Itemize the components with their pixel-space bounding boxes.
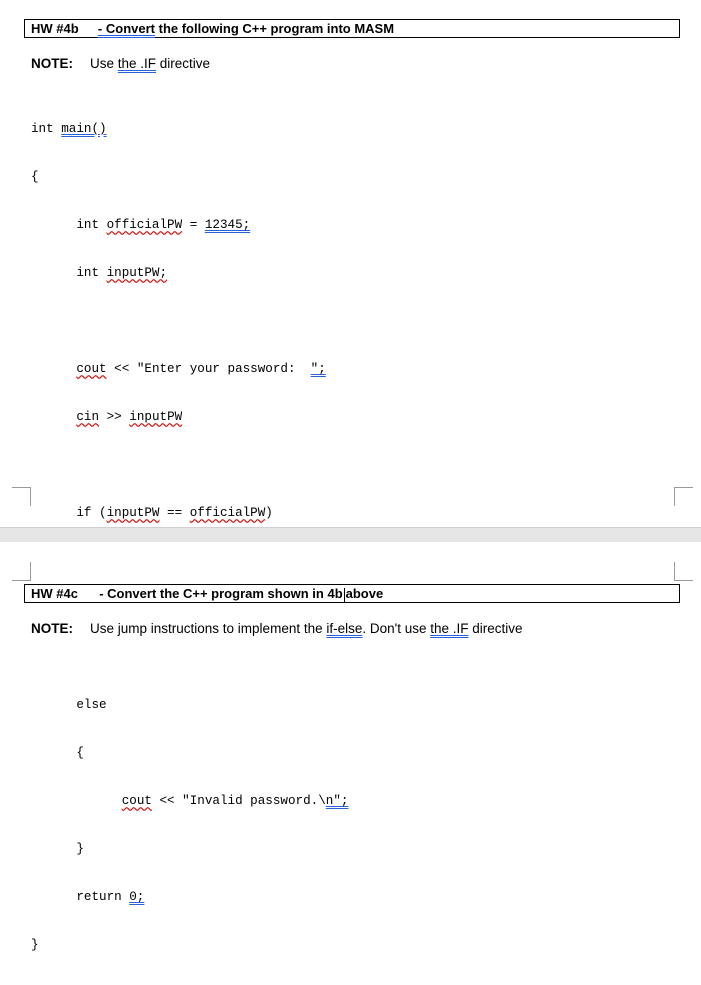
note-2-if-else: if-else bbox=[326, 621, 363, 636]
note-1-the-if: the .IF bbox=[117, 56, 157, 71]
note-1-suffix: directive bbox=[156, 56, 211, 71]
hw4b-text: the following C++ program into MASM bbox=[155, 21, 395, 36]
document-page-2: HW #4c - Convert the C++ program shown i… bbox=[0, 542, 701, 666]
code-line: { bbox=[31, 170, 39, 184]
page-break-gap bbox=[0, 527, 701, 543]
hw4c-text-after: above bbox=[345, 586, 384, 601]
document-page-1: HW #4b - Convert the following C++ progr… bbox=[12, 19, 693, 952]
code-line: return 0; bbox=[31, 890, 145, 904]
code-line: else bbox=[31, 698, 107, 712]
note-2-prefix: Use jump instructions to implement the bbox=[90, 621, 327, 636]
note-2-the-if: the .IF bbox=[430, 621, 469, 636]
code-line: if (inputPW == officialPW) bbox=[31, 506, 273, 520]
code-line: int inputPW; bbox=[31, 266, 168, 280]
code-line bbox=[31, 313, 356, 329]
note-1-prefix: Use bbox=[90, 56, 118, 71]
hw4b-label: HW #4b bbox=[31, 21, 79, 36]
hw4c-heading-box[interactable]: HW #4c - Convert the C++ program shown i… bbox=[24, 584, 680, 603]
page-corner-mark-top-right bbox=[674, 562, 693, 581]
code-line: int officialPW = 12345; bbox=[31, 218, 251, 232]
hw4b-heading-box[interactable]: HW #4b - Convert the following C++ progr… bbox=[24, 19, 680, 38]
code-line: cout << "Invalid password.\n"; bbox=[121, 794, 349, 808]
hw4c-text: - Convert the C++ program shown in 4b bbox=[99, 586, 343, 601]
code-line: { bbox=[31, 746, 84, 760]
note-1-label: NOTE: bbox=[31, 56, 73, 71]
code-line: cin >> inputPW bbox=[76, 410, 183, 424]
note-2-suffix: directive bbox=[468, 621, 523, 636]
note-2-label: NOTE: bbox=[31, 621, 73, 636]
code-line: } bbox=[31, 842, 84, 856]
code-line: cout << "Enter your password: "; bbox=[76, 362, 326, 376]
page-corner-mark-bottom-right bbox=[674, 487, 693, 506]
code-line: } bbox=[31, 938, 39, 952]
code-line: int main() bbox=[31, 122, 107, 136]
text-cursor bbox=[343, 587, 345, 602]
note-2[interactable]: NOTE: Use jump instructions to implement … bbox=[31, 621, 523, 636]
page-corner-mark-top-left bbox=[12, 562, 31, 581]
hw4c-label: HW #4c bbox=[31, 586, 78, 601]
hw4b-dash: - bbox=[97, 21, 106, 36]
note-1[interactable]: NOTE: Use the .IF directive bbox=[31, 56, 210, 71]
code-line bbox=[31, 457, 356, 473]
hw4b-convert-word: Convert bbox=[105, 21, 155, 36]
note-2-middle: . Don't use bbox=[362, 621, 431, 636]
page-corner-mark-bottom-left bbox=[12, 487, 31, 506]
